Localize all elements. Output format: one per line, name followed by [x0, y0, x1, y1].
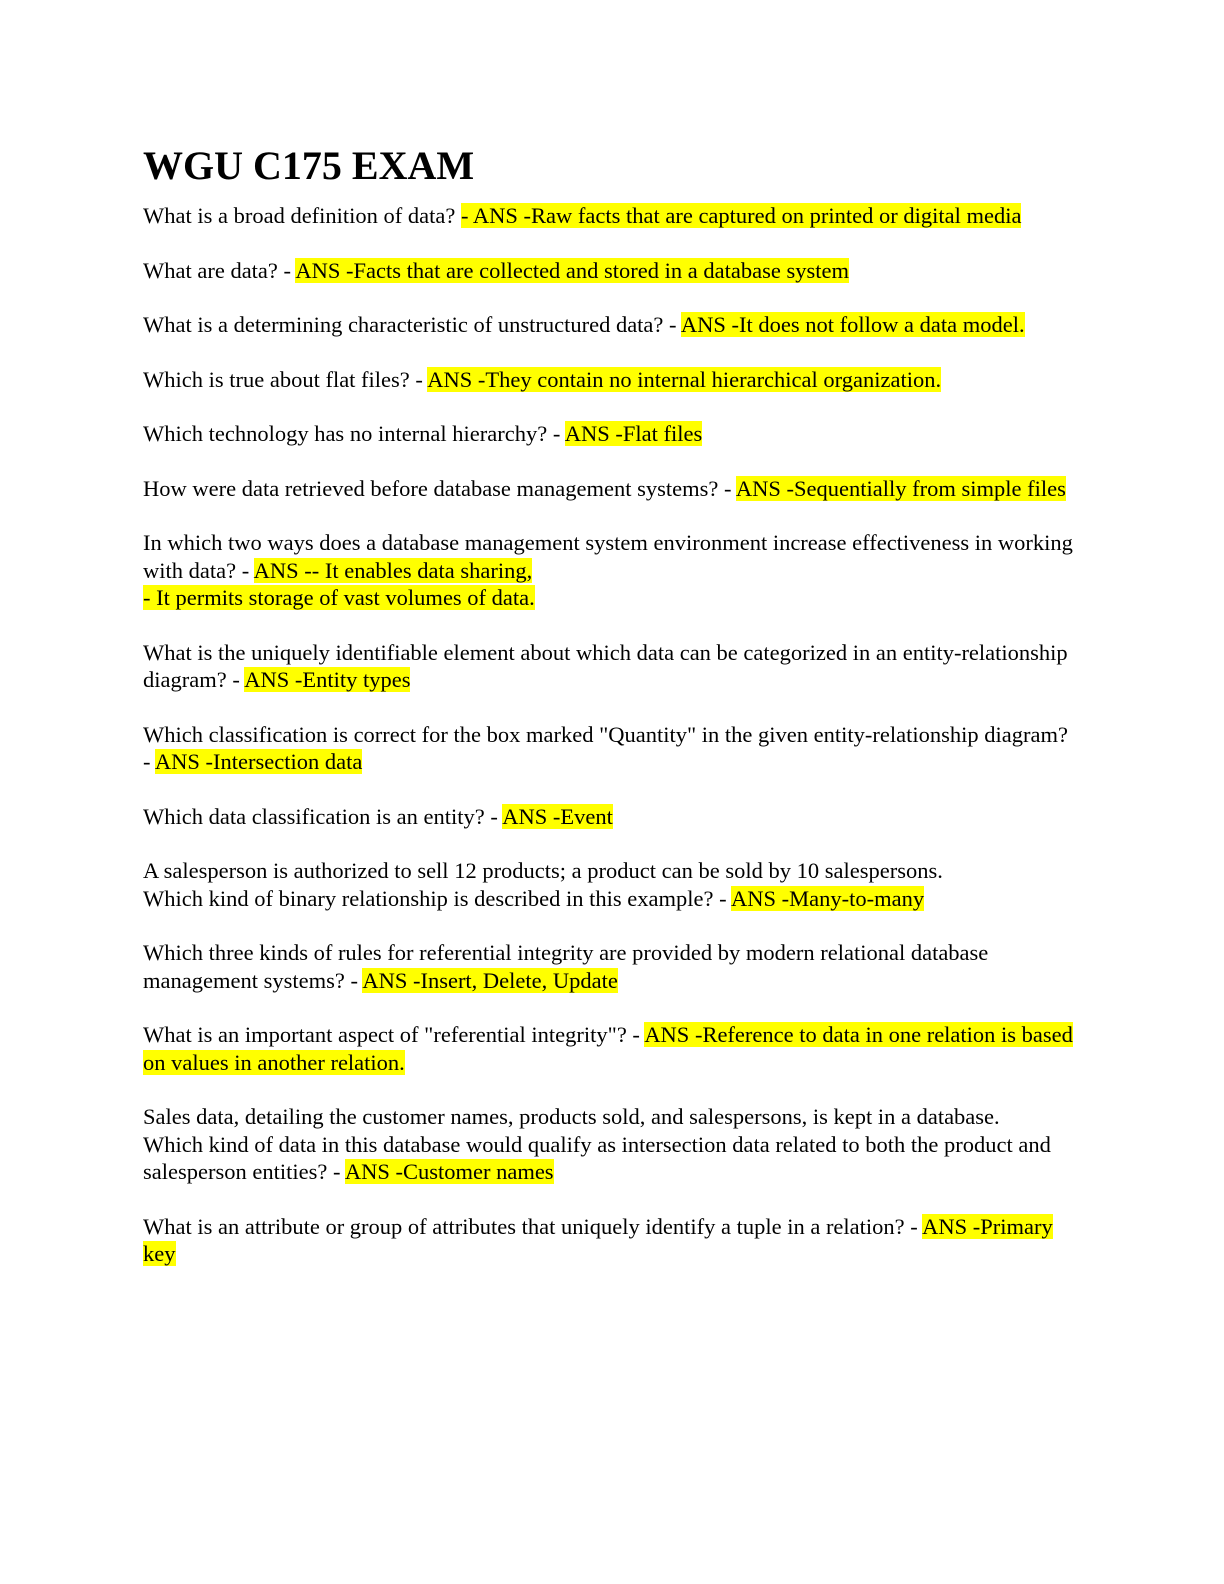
question-text: Which three kinds of rules for referenti…	[143, 940, 989, 993]
qa-item: What is a determining characteristic of …	[143, 311, 1078, 339]
question-text: In which two ways does a database manage…	[143, 530, 1073, 583]
answer-highlight: ANS -Flat files	[564, 421, 703, 446]
document-title: WGU C175 EXAM	[143, 143, 475, 188]
question-text: Which technology has no internal hierarc…	[143, 421, 565, 446]
question-text: Which classification is correct for the …	[143, 721, 1068, 775]
qa-item: Which data classification is an entity? …	[143, 803, 1078, 831]
answer-highlight: ANS -Facts that are collected and stored…	[295, 257, 849, 283]
answer-highlight: ANS -Customer names	[344, 1159, 554, 1184]
qa-item: A salesperson is authorized to sell 12 p…	[143, 857, 1078, 912]
qa-item: What is the uniquely identifiable elemen…	[143, 639, 1078, 694]
answer-highlight: - ANS -Raw facts that are captured on pr…	[461, 203, 1022, 228]
qa-item: What is a broad definition of data? - AN…	[143, 202, 1078, 230]
answer-highlight: ANS -Intersection data	[154, 749, 363, 774]
qa-item: What are data? - ANS -Facts that are col…	[143, 257, 1078, 285]
qa-item: Which classification is correct for the …	[143, 721, 1078, 776]
qa-item: Which three kinds of rules for referenti…	[143, 939, 1078, 994]
question-text: How were data retrieved before database …	[143, 475, 736, 501]
answer-highlight: ANS -Insert, Delete, Update	[362, 967, 618, 993]
qa-item: In which two ways does a database manage…	[143, 529, 1078, 612]
qa-item: What is an important aspect of "referent…	[143, 1021, 1078, 1076]
question-text: What is a determining characteristic of …	[143, 312, 681, 337]
answer-highlight: ANS -It does not follow a data model.	[680, 312, 1025, 337]
question-text: What is a broad definition of data?	[143, 203, 462, 228]
question-text: Which is true about flat files? -	[143, 366, 428, 392]
qa-item: Sales data, detailing the customer names…	[143, 1103, 1078, 1186]
question-text: What is an attribute or group of attribu…	[143, 1213, 923, 1239]
qa-item: What is an attribute or group of attribu…	[143, 1213, 1078, 1268]
answer-highlight: ANS -Sequentially from simple files	[735, 475, 1066, 501]
answer-highlight: ANS -Many-to-many	[730, 885, 925, 911]
answer-highlight: ANS -Entity types	[244, 667, 411, 692]
answer-highlight: ANS -Event	[502, 803, 613, 829]
qa-item: How were data retrieved before database …	[143, 475, 1078, 503]
question-text: A salesperson is authorized to sell 12 p…	[143, 858, 943, 911]
answer-highlight: ANS -They contain no internal hierarchic…	[427, 366, 942, 392]
question-text: What is an important aspect of "referent…	[143, 1022, 645, 1047]
question-text: Sales data, detailing the customer names…	[143, 1104, 1051, 1184]
question-text: What is the uniquely identifiable elemen…	[143, 639, 1068, 693]
question-text: Which data classification is an entity? …	[143, 803, 503, 829]
qa-item: Which technology has no internal hierarc…	[143, 420, 1078, 448]
qa-item: Which is true about flat files? - ANS -T…	[143, 366, 1078, 394]
question-text: What are data? -	[143, 257, 296, 283]
document-page: WGU C175 EXAM What is a broad definition…	[143, 140, 1078, 1295]
